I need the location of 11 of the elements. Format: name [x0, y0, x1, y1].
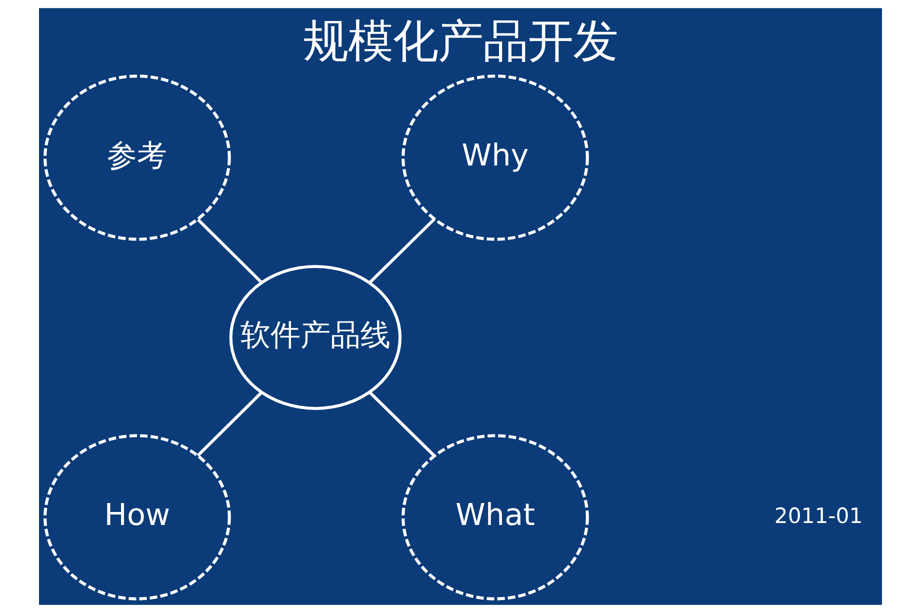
node-ellipse: What	[401, 434, 588, 600]
connector	[196, 218, 262, 284]
node-ellipse: Why	[401, 74, 588, 241]
node-ellipse: 软件产品线	[228, 264, 402, 410]
diagram-title: 规模化产品开发	[302, 14, 618, 68]
label: 2011-01	[774, 502, 862, 528]
node-ellipse: How	[43, 434, 230, 600]
connector	[368, 391, 435, 457]
connector	[196, 391, 262, 457]
node-ellipse: 参考	[43, 74, 230, 241]
connector	[368, 218, 435, 284]
